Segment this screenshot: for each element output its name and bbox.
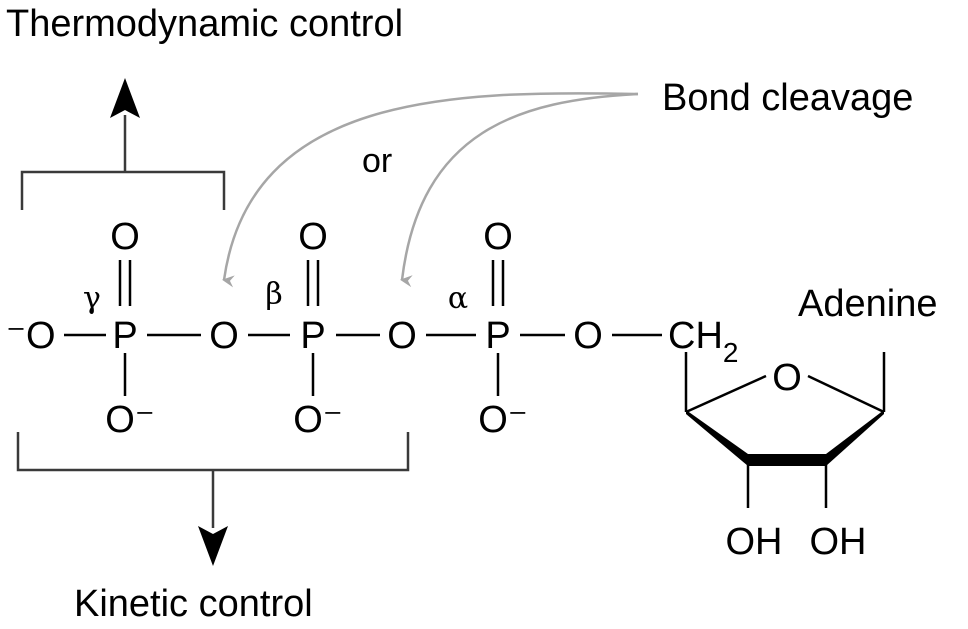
top-bracket [20, 115, 226, 210]
c3-hydroxyl: OH [726, 521, 783, 563]
ester-oxygen: O [573, 315, 603, 357]
phosphate-bonds [64, 260, 662, 396]
o-c1-bond [807, 374, 885, 414]
beta-label: β [265, 277, 282, 312]
kinetic-control-label: Kinetic control [74, 583, 313, 625]
c4-o-bond [685, 374, 767, 414]
up-arrow-icon [110, 78, 140, 118]
ring-oxygen: O [772, 357, 802, 399]
alpha-label: α [448, 281, 468, 316]
gamma-double-bond-oxygen: O [110, 216, 140, 258]
gamma-phosphorus: P [112, 315, 137, 357]
alpha-double-bond-oxygen: O [483, 216, 513, 258]
cleavage-arrows [222, 92, 639, 288]
beta-double-bond-oxygen: O [298, 216, 328, 258]
ch2-group: CH2 [668, 315, 738, 368]
down-arrow-icon [198, 526, 228, 566]
c4-c3-wedge [686, 410, 748, 466]
bridge-oxygen-gamma-beta: O [209, 315, 239, 357]
bottom-bracket [16, 432, 410, 528]
c2-hydroxyl: OH [810, 521, 867, 563]
ribose-ring [684, 352, 886, 508]
c3-c2-bold-bond [748, 454, 826, 466]
terminal-oxygen-label: ⁻O [6, 315, 56, 357]
adenine-label: Adenine [798, 283, 937, 325]
thermodynamic-control-label: Thermodynamic control [6, 3, 403, 45]
beta-phosphorus: P [300, 315, 325, 357]
c2-c1-wedge [826, 410, 884, 466]
bond-cleavage-label: Bond cleavage [662, 77, 913, 119]
cleavage-arrow-gamma-beta [222, 92, 639, 288]
alpha-o-minus: O⁻ [478, 399, 528, 441]
cleavage-arrow-beta-alpha [400, 92, 639, 288]
beta-o-minus: O⁻ [293, 399, 343, 441]
gamma-label: γ [83, 281, 101, 316]
bridge-oxygen-beta-alpha: O [387, 315, 417, 357]
alpha-phosphorus: P [485, 315, 510, 357]
gamma-o-minus: O⁻ [105, 399, 155, 441]
or-label: or [362, 142, 392, 180]
